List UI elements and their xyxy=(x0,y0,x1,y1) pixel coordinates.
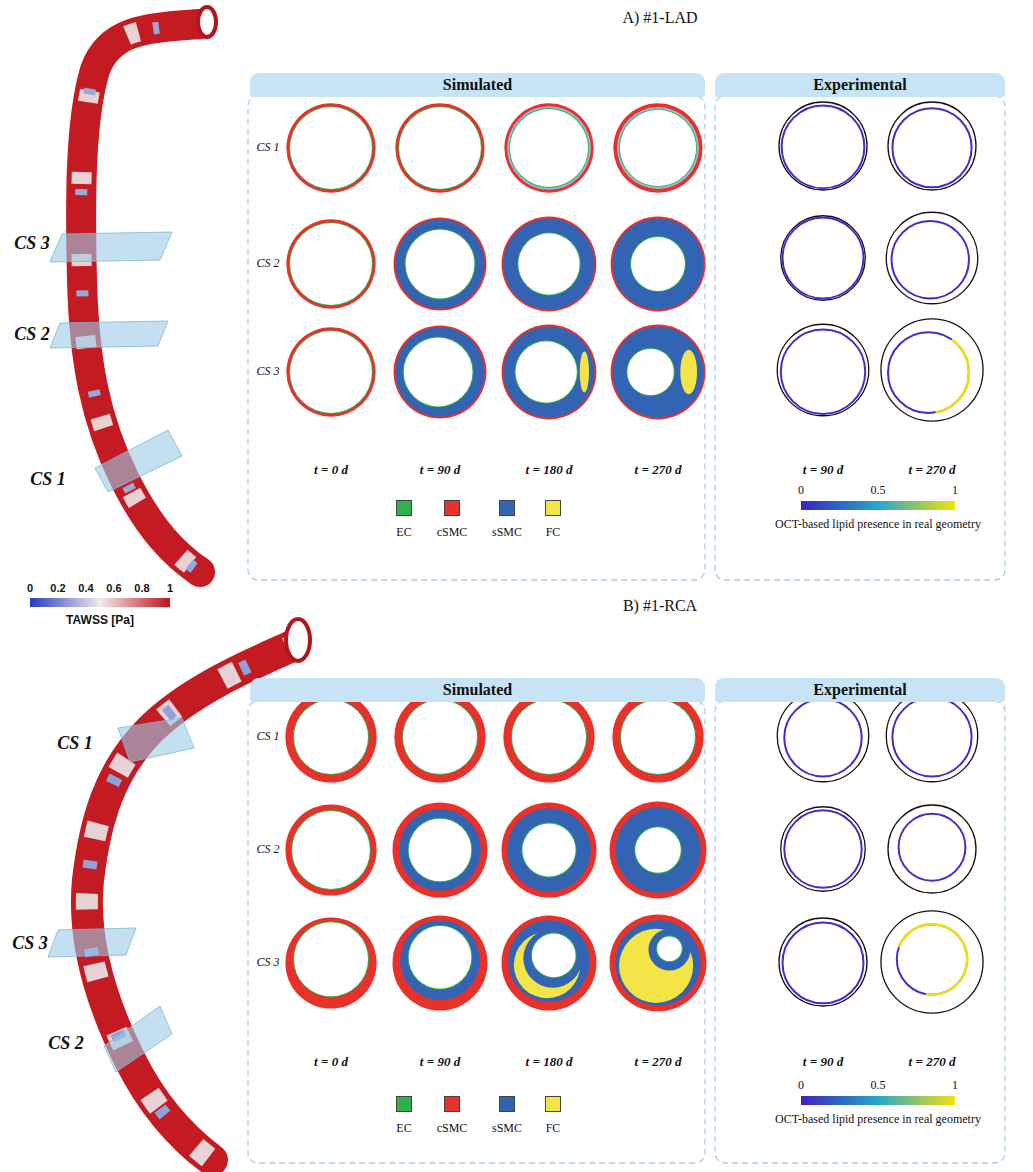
scale-caption: OCT-based lipid presence in real geometr… xyxy=(775,1113,981,1126)
header-band: Simulated xyxy=(250,73,705,97)
time-label: t = 270 d xyxy=(635,1055,682,1069)
tawss-colorbar xyxy=(30,598,170,607)
row-label: CS 2 xyxy=(256,843,279,856)
legend-label: FC xyxy=(546,1122,561,1135)
legend-swatch xyxy=(545,500,561,516)
scale-tick: 0 xyxy=(798,1079,804,1092)
legend-swatch xyxy=(499,1096,515,1112)
header-band: Simulated xyxy=(250,678,705,702)
time-label: t = 90 d xyxy=(420,1055,460,1069)
time-label: t = 270 d xyxy=(909,1055,956,1069)
section-label: CS 2 xyxy=(48,1034,84,1054)
time-label: t = 180 d xyxy=(526,463,573,477)
panel-title: B) #1-RCA xyxy=(623,597,697,615)
time-label: t = 180 d xyxy=(526,1055,573,1069)
panel-frame xyxy=(248,96,1005,1163)
legend-label: FC xyxy=(546,526,561,539)
scale-tick: 1 xyxy=(952,1079,958,1092)
scale-caption: TAWSS [Pa] xyxy=(66,614,134,627)
scale-tick: 0.6 xyxy=(106,582,121,594)
row-label: CS 3 xyxy=(256,956,279,969)
legend-label: EC xyxy=(396,1122,411,1135)
legend-swatch xyxy=(545,1096,561,1112)
scale-tick: 1 xyxy=(952,484,958,497)
scale-tick: 0.5 xyxy=(871,484,886,497)
header-band: Experimental xyxy=(715,678,1005,702)
oct-colorbar xyxy=(801,501,955,510)
legend-label: sSMC xyxy=(492,526,522,539)
legend-swatch xyxy=(499,500,515,516)
header-band: Experimental xyxy=(715,73,1005,97)
section-label: CS 3 xyxy=(14,234,50,254)
oct-colorbar xyxy=(801,1096,955,1105)
time-label: t = 0 d xyxy=(314,1055,348,1069)
header-text: Experimental xyxy=(813,76,906,94)
scale-tick: 0 xyxy=(798,484,804,497)
scale-tick: 0.8 xyxy=(134,582,149,594)
time-label: t = 270 d xyxy=(635,463,682,477)
section-label: CS 1 xyxy=(30,470,66,490)
scale-tick: 0.2 xyxy=(50,582,65,594)
row-label: CS 2 xyxy=(256,257,279,270)
section-label: CS 3 xyxy=(12,934,48,954)
legend-swatch xyxy=(444,500,460,516)
row-label: CS 1 xyxy=(256,730,279,743)
legend-label: cSMC xyxy=(437,1122,468,1135)
header-text: Simulated xyxy=(443,681,512,699)
section-label: CS 2 xyxy=(14,325,50,345)
panel-title: A) #1-LAD xyxy=(622,9,697,27)
header-text: Simulated xyxy=(443,76,512,94)
legend-swatch xyxy=(396,500,412,516)
header-text: Experimental xyxy=(813,681,906,699)
cross-sections xyxy=(285,102,983,1013)
time-label: t = 90 d xyxy=(803,463,843,477)
section-label: CS 1 xyxy=(57,734,93,754)
scale-tick: 0.4 xyxy=(78,582,93,594)
legend-label: cSMC xyxy=(437,526,468,539)
vessel-lad xyxy=(50,7,216,572)
legend-label: sSMC xyxy=(492,1122,522,1135)
time-label: t = 90 d xyxy=(420,463,460,477)
row-label: CS 1 xyxy=(256,141,279,154)
time-label: t = 0 d xyxy=(314,463,348,477)
row-label: CS 3 xyxy=(256,365,279,378)
time-label: t = 270 d xyxy=(909,463,956,477)
legend-label: EC xyxy=(396,526,411,539)
scale-tick: 0.5 xyxy=(871,1079,886,1092)
time-label: t = 90 d xyxy=(803,1055,843,1069)
scale-caption: OCT-based lipid presence in real geometr… xyxy=(775,518,981,531)
scale-tick: 0 xyxy=(27,582,33,594)
legend-swatch xyxy=(444,1096,460,1112)
legend-swatch xyxy=(396,1096,412,1112)
scale-tick: 1 xyxy=(167,582,173,594)
